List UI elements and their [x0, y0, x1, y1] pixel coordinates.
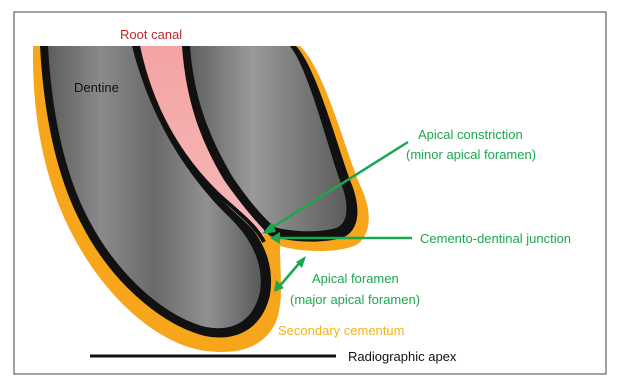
label-apical-constriction: Apical constriction	[418, 127, 523, 142]
label-minor-apical-foramen: (minor apical foramen)	[406, 147, 536, 162]
label-radiographic-apex: Radiographic apex	[348, 349, 457, 364]
label-root-canal: Root canal	[120, 27, 182, 42]
label-apical-foramen: Apical foramen	[312, 271, 399, 286]
label-secondary-cementum: Secondary cementum	[278, 323, 404, 338]
label-major-apical-foramen: (major apical foramen)	[290, 292, 420, 307]
label-dentine: Dentine	[74, 80, 119, 95]
label-cemento-dentinal-junction: Cemento-dentinal junction	[420, 231, 571, 246]
